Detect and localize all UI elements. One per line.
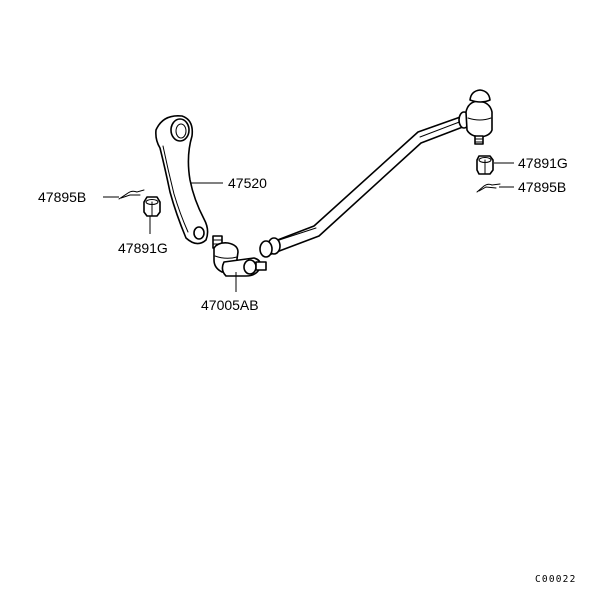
callout-47895b-left: 47895B bbox=[38, 189, 86, 205]
callout-47520: 47520 bbox=[228, 175, 267, 191]
tie-rod-end bbox=[212, 235, 267, 277]
diagram-code: C00022 bbox=[535, 574, 577, 585]
callout-47891g-left: 47891G bbox=[118, 240, 168, 256]
pitman-arm bbox=[155, 114, 209, 245]
callout-47891g-right: 47891G bbox=[518, 155, 568, 171]
right-ball-joint bbox=[465, 89, 493, 145]
right-castle-nut bbox=[476, 155, 494, 175]
left-cotter-pin bbox=[118, 189, 145, 200]
right-cotter-pin bbox=[476, 183, 501, 193]
relay-rod bbox=[259, 111, 470, 258]
left-castle-nut bbox=[143, 196, 161, 217]
callout-47005ab: 47005AB bbox=[201, 297, 259, 313]
callout-47895b-right: 47895B bbox=[518, 179, 566, 195]
